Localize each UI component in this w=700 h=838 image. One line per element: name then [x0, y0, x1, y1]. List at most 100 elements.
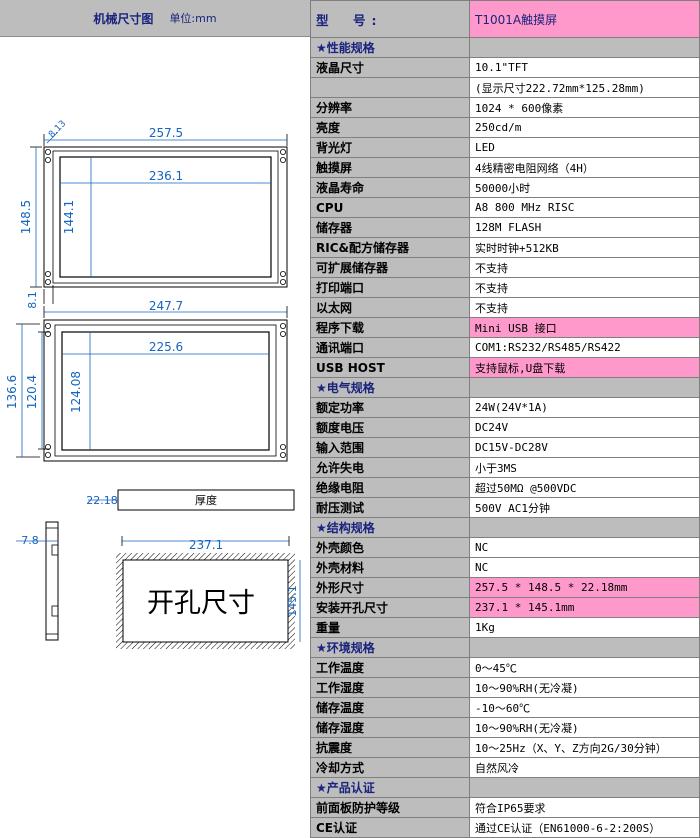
thickness-value-label: 22.18 [86, 494, 118, 507]
spec-label: 耐压测试 [310, 497, 470, 518]
spec-value: T1001A触摸屏 [469, 0, 700, 38]
back-view [16, 306, 288, 462]
spec-value: -10～60℃ [469, 697, 700, 718]
spec-row: 打印端口不支持 [310, 277, 700, 298]
spec-label: 通讯端口 [310, 337, 470, 358]
spec-value [469, 517, 700, 538]
spec-section-row: ★电气规格 [310, 377, 700, 398]
spec-label: 工作湿度 [310, 677, 470, 698]
spec-row: 前面板防护等级符合IP65要求 [310, 797, 700, 818]
spec-label: 储存湿度 [310, 717, 470, 738]
spec-value: 不支持 [469, 277, 700, 298]
spec-label: 前面板防护等级 [310, 797, 470, 818]
spec-label: 安装开孔尺寸 [310, 597, 470, 618]
spec-value: 24W(24V*1A) [469, 397, 700, 418]
spec-row: CE认证通过CE认证（EN61000-6-2:200S） [310, 817, 700, 838]
spec-value: 1Kg [469, 617, 700, 638]
spec-label: 抗震度 [310, 737, 470, 758]
spec-value: NC [469, 537, 700, 558]
spec-label: 外形尺寸 [310, 577, 470, 598]
front-active-height-label: 144.1 [62, 200, 76, 234]
spec-value [469, 777, 700, 798]
spec-section-row: ★性能规格 [310, 37, 700, 58]
side-depth-label: 7.8 [21, 534, 39, 547]
spec-label [310, 77, 470, 98]
spec-value: DC15V-DC28V [469, 437, 700, 458]
back-outer-height-label: 136.6 [5, 375, 19, 409]
cutout-label: 开孔尺寸 [147, 588, 255, 619]
spec-value: 小于3MS [469, 457, 700, 478]
spec-value: 500V AC1分钟 [469, 497, 700, 518]
spec-label: 分辨率 [310, 97, 470, 118]
spec-value: 250cd/m [469, 117, 700, 138]
spec-label: 程序下载 [310, 317, 470, 338]
spec-value: 自然风冷 [469, 757, 700, 778]
spec-label: CE认证 [310, 817, 470, 838]
spec-label: 液晶尺寸 [310, 57, 470, 78]
spec-section-title: ★结构规格 [310, 517, 470, 538]
spec-value: 4线精密电阻网络（4H） [469, 157, 700, 178]
spec-value: COM1:RS232/RS485/RS422 [469, 337, 700, 358]
spec-value: NC [469, 557, 700, 578]
spec-value: A8 800 MHz RISC [469, 197, 700, 218]
spec-label: 可扩展储存器 [310, 257, 470, 278]
spec-value [469, 37, 700, 58]
spec-row: 储存温度-10～60℃ [310, 697, 700, 718]
spec-label: 输入范围 [310, 437, 470, 458]
spec-value: Mini USB 接口 [469, 317, 700, 338]
spec-value [469, 377, 700, 398]
spec-label: 工作温度 [310, 657, 470, 678]
spec-section-row: ★结构规格 [310, 517, 700, 538]
spec-value: 实时时钟+512KB [469, 237, 700, 258]
spec-value: 10～90%RH(无冷凝) [469, 717, 700, 738]
spec-value: 符合IP65要求 [469, 797, 700, 818]
spec-section-row: ★产品认证 [310, 777, 700, 798]
spec-label: 额度电压 [310, 417, 470, 438]
spec-value: 10.1"TFT [469, 57, 700, 78]
spec-label: 冷却方式 [310, 757, 470, 778]
spec-value: 通过CE认证（EN61000-6-2:200S） [469, 817, 700, 838]
spec-row: 绝缘电阻超过50MΩ @500VDC [310, 477, 700, 498]
spec-row: 以太网不支持 [310, 297, 700, 318]
spec-value: LED [469, 137, 700, 158]
front-active-width-label: 236.1 [149, 169, 183, 183]
spec-row: RIC&配方储存器实时时钟+512KB [310, 237, 700, 258]
spec-section-title: ★电气规格 [310, 377, 470, 398]
spec-value: 超过50MΩ @500VDC [469, 477, 700, 498]
spec-label: 重量 [310, 617, 470, 638]
spec-label: 绝缘电阻 [310, 477, 470, 498]
spec-row: 可扩展储存器不支持 [310, 257, 700, 278]
spec-value: 0～45℃ [469, 657, 700, 678]
back-active-height-label: 124.08 [69, 371, 83, 413]
spec-label: 外壳材料 [310, 557, 470, 578]
spec-label: 亮度 [310, 117, 470, 138]
spec-value: 不支持 [469, 297, 700, 318]
spec-value: 50000小时 [469, 177, 700, 198]
spec-label: 液晶寿命 [310, 177, 470, 198]
spec-label: 型 号: [310, 0, 470, 38]
front-outer-width-label: 257.5 [149, 126, 183, 140]
spec-label: 储存温度 [310, 697, 470, 718]
drawing-header: 机械尺寸图 单位:mm [0, 0, 310, 37]
spec-label: RIC&配方储存器 [310, 237, 470, 258]
drawing-unit: 单位:mm [169, 12, 217, 25]
